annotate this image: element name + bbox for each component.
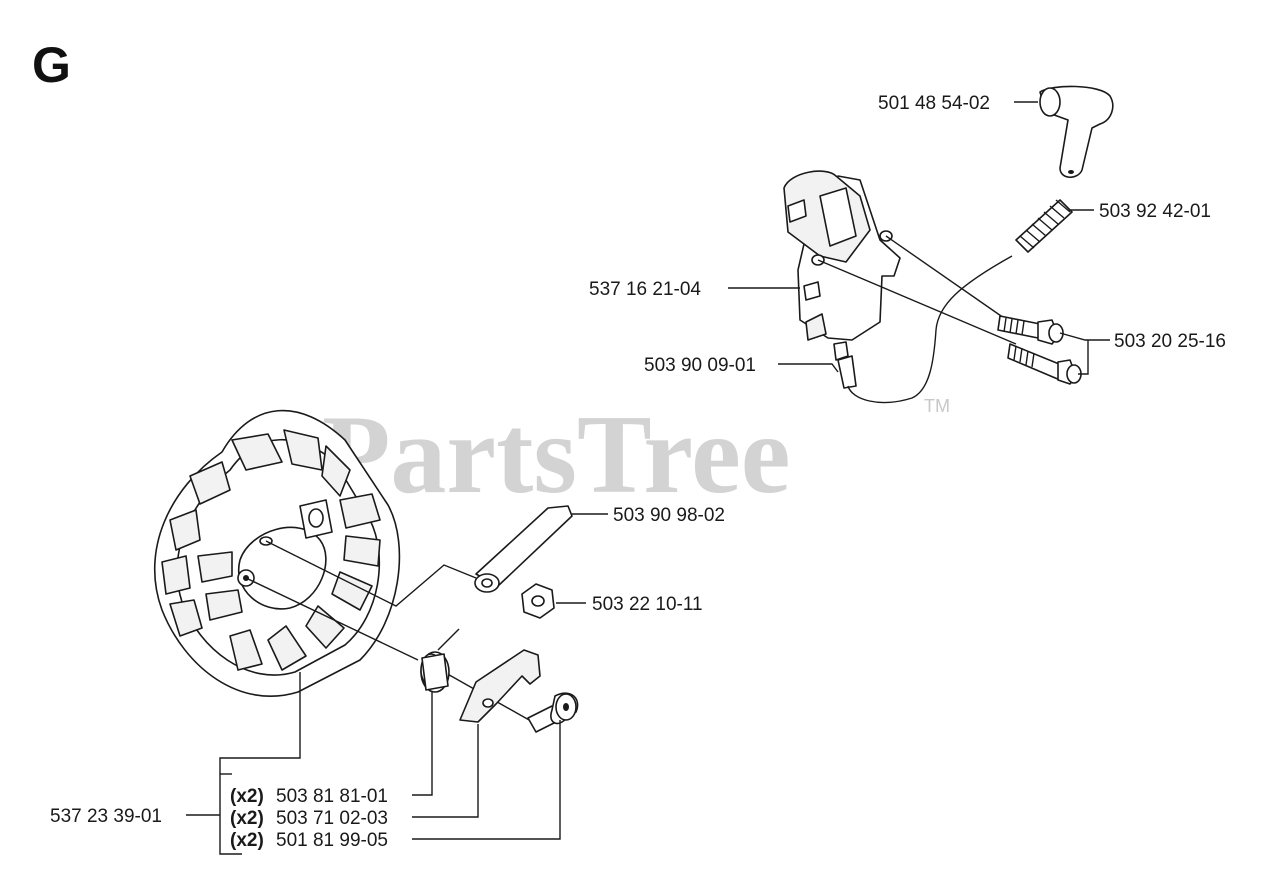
kit-item-part-number: 503 81 81-01 (276, 786, 388, 807)
kit-item-qty: (x2) (230, 808, 264, 829)
part-number-ignition-cable-cap[interactable]: 501 48 54-02 (878, 93, 990, 114)
shoulder-screw-drawing (527, 692, 579, 733)
ignition-module-drawing (783, 170, 901, 389)
watermark-text: PartsTree (322, 393, 791, 517)
screws-drawing (997, 315, 1082, 385)
part-number-short-circuit-cable[interactable]: 503 90 98-02 (613, 505, 725, 526)
kit-item-qty: (x2) (230, 830, 264, 851)
shaft-axis-line (265, 540, 477, 607)
key-axis-line (245, 577, 419, 661)
part-number-wire-connector[interactable]: 503 90 09-01 (644, 355, 756, 376)
bracket-drawing (459, 649, 541, 723)
module-axis-line-upper (885, 235, 1005, 319)
spring-drawing (1015, 199, 1073, 253)
axis-guide-line (437, 628, 460, 651)
callout-leaders (186, 101, 1110, 855)
kit-item-qty: (x2) (230, 786, 264, 807)
part-number-screws[interactable]: 503 20 25-16 (1114, 331, 1226, 352)
ignition-wire (847, 255, 1013, 404)
short-circuit-cable-drawing (474, 505, 573, 593)
kit-item-part-number: 503 71 02-03 (276, 808, 388, 829)
ring-drawing (420, 651, 450, 693)
part-number-ignition-module[interactable]: 537 16 21-04 (589, 279, 701, 300)
nut-drawing (521, 583, 555, 619)
kit-item-1[interactable]: (x2) 503 81 81-01 (230, 786, 388, 807)
kit-item-3[interactable]: (x2) 501 81 99-05 (230, 830, 388, 851)
part-number-spring[interactable]: 503 92 42-01 (1099, 201, 1211, 222)
part-number-flywheel-kit[interactable]: 537 23 39-01 (50, 806, 162, 827)
cable-cap-drawing (1039, 85, 1114, 179)
section-letter: G (32, 37, 71, 93)
part-number-nut[interactable]: 503 22 10-11 (592, 594, 703, 615)
kit-item-part-number: 501 81 99-05 (276, 830, 388, 851)
module-axis-line-lower (817, 259, 1017, 345)
watermark-trademark: TM (924, 396, 950, 416)
kit-item-2[interactable]: (x2) 503 71 02-03 (230, 808, 388, 829)
flywheel-drawing (154, 409, 401, 697)
